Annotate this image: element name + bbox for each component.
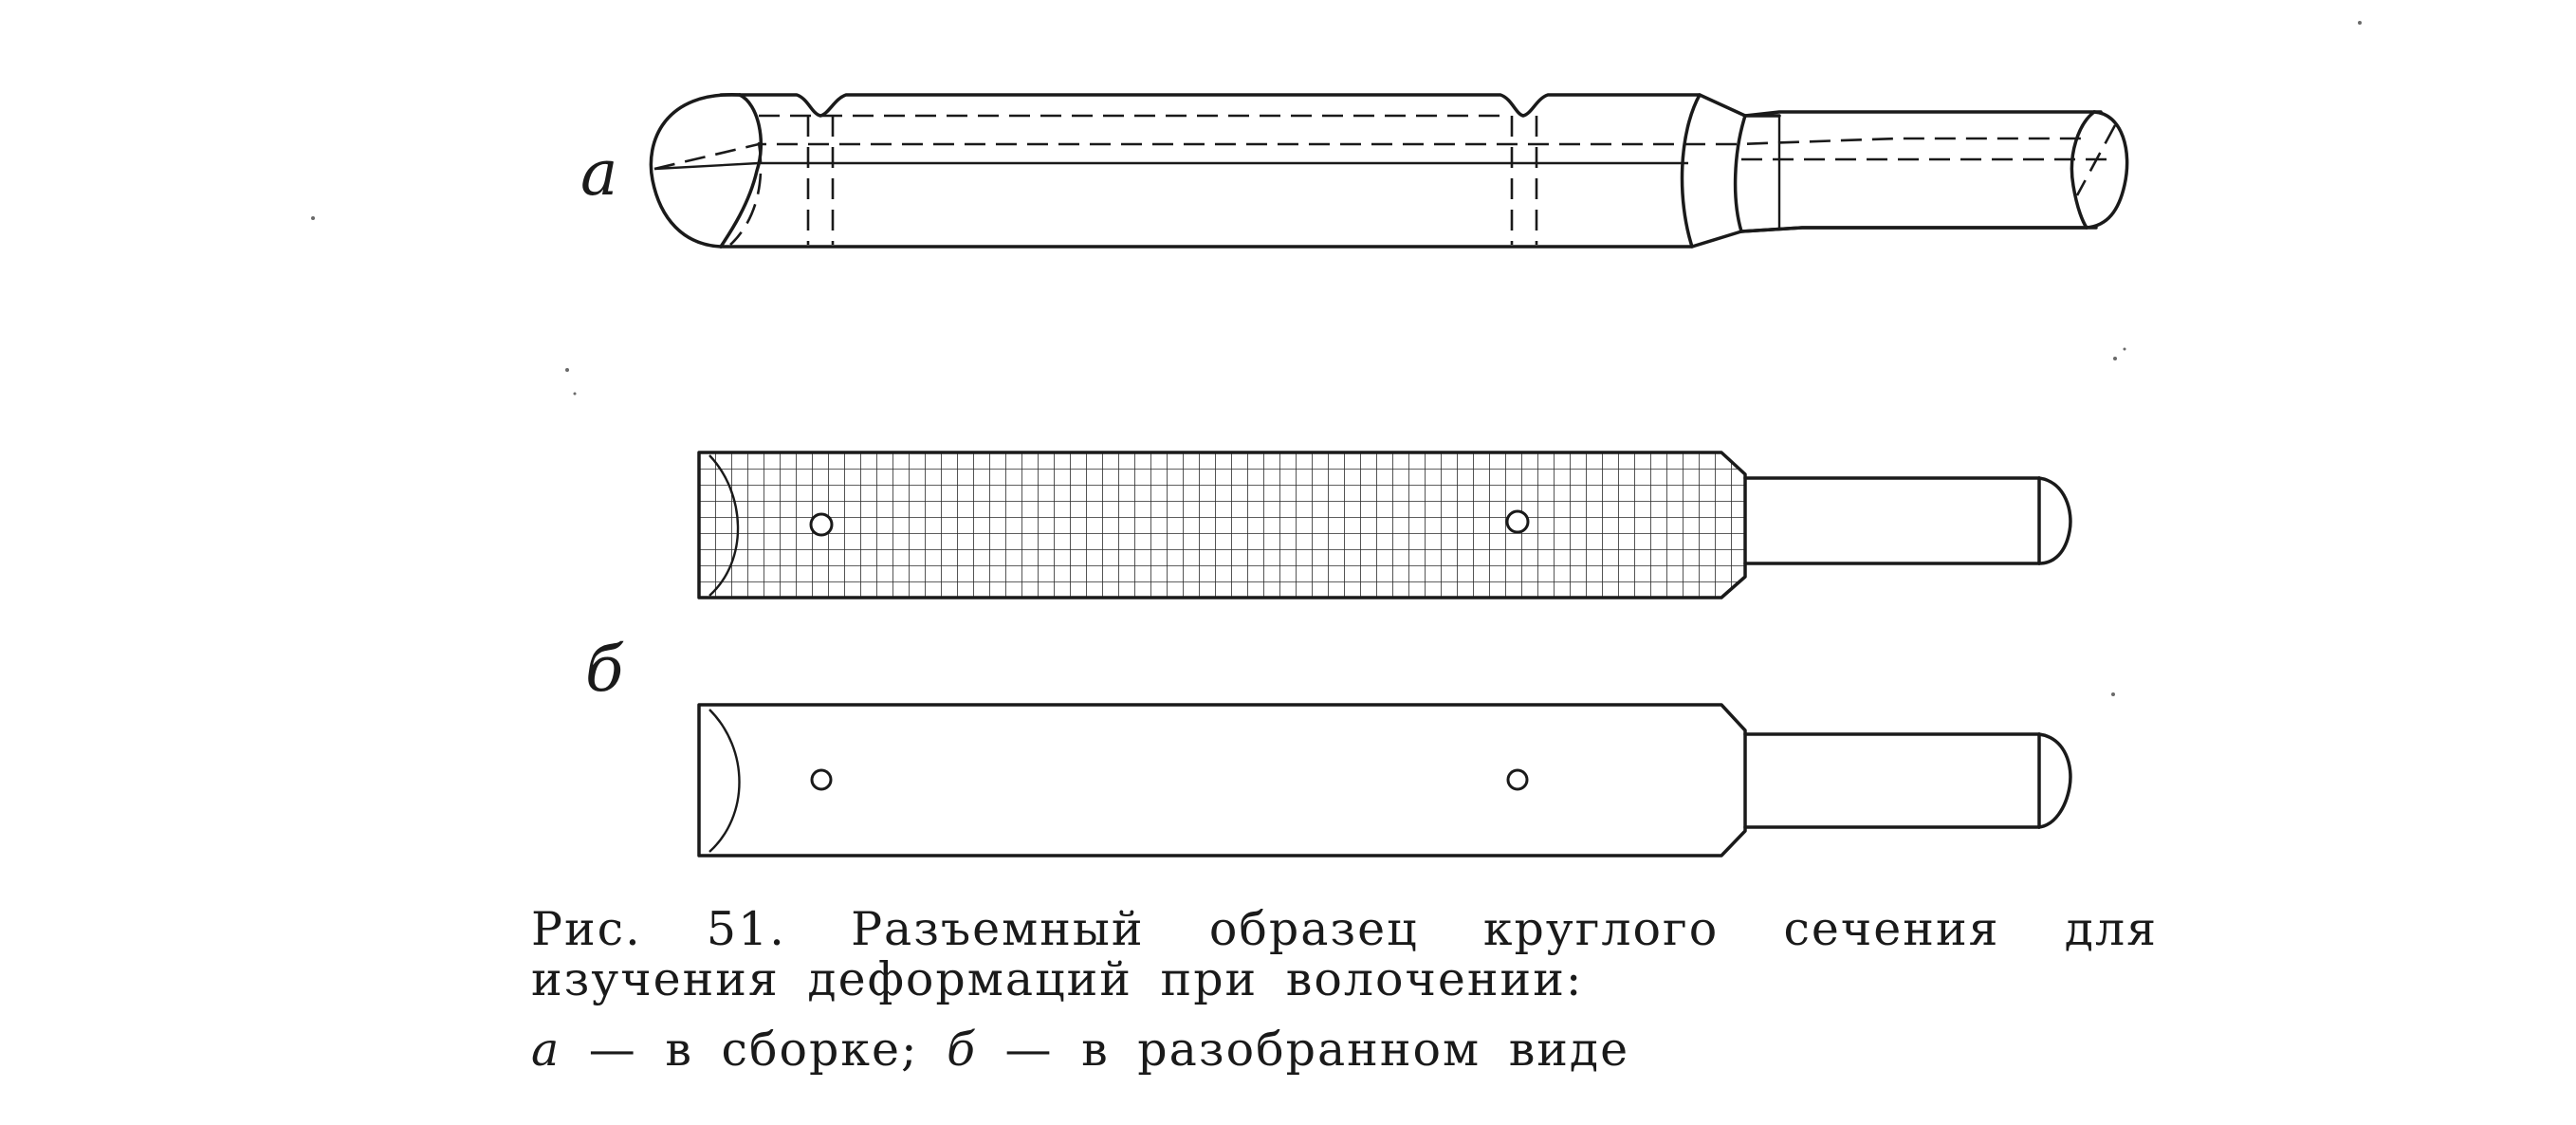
- label-a: а: [580, 137, 617, 210]
- plain-half-specimen: [697, 703, 2072, 858]
- caption-part-a: — в сборке;: [561, 1023, 948, 1077]
- caption-line-2: изучения деформаций при волочении:: [531, 952, 1584, 1006]
- caption-line-3: а — в сборке; б — в разобранном виде: [531, 1026, 2162, 1073]
- assembled-specimen: [649, 93, 2129, 249]
- caption-letter-a: а: [531, 1023, 561, 1077]
- caption-line-1: Рис. 51. Разъемный образец круглого сече…: [531, 902, 2158, 956]
- label-b: б: [585, 633, 624, 706]
- caption-part-b: — в разобранном виде: [976, 1023, 1630, 1077]
- scan-specks: [311, 21, 2362, 696]
- gridded-half-specimen: [697, 451, 2072, 599]
- caption-letter-b: б: [947, 1023, 977, 1077]
